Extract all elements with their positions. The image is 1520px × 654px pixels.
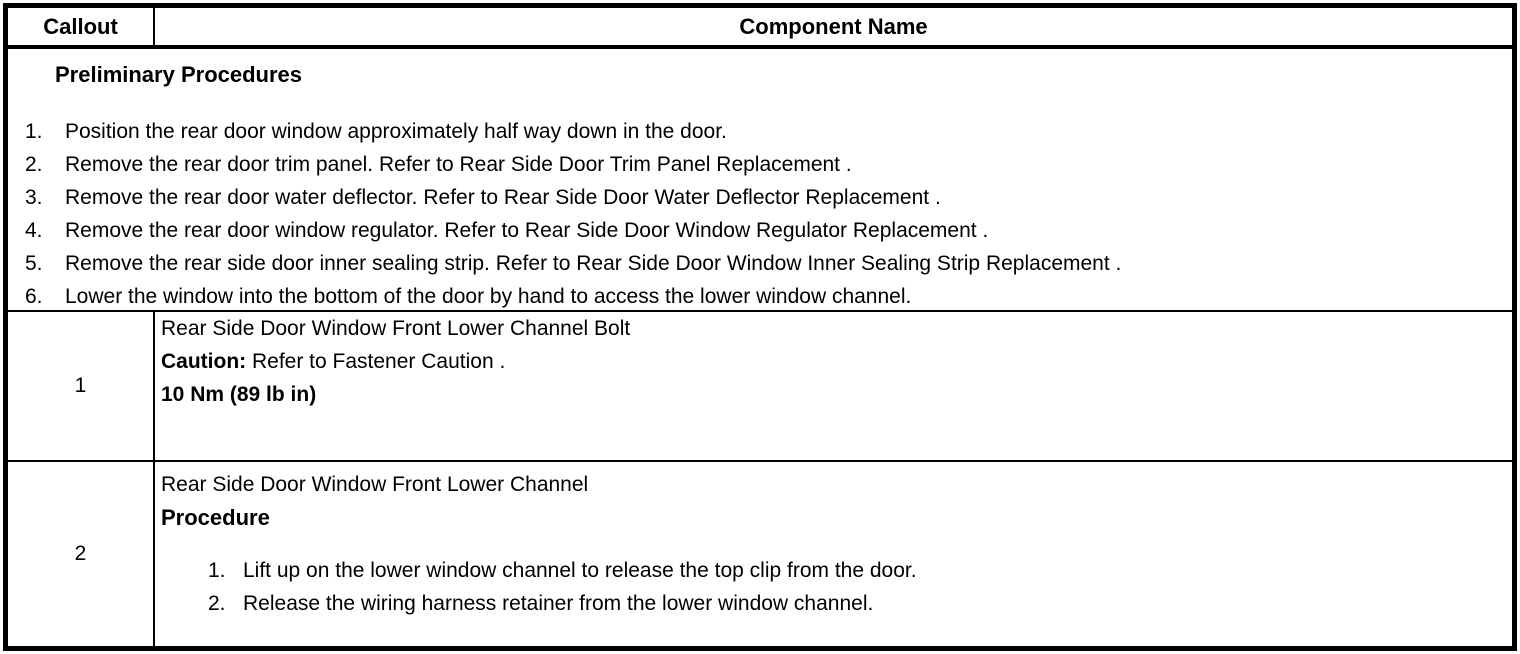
step-text: Remove the rear door window regulator. R…	[65, 219, 989, 242]
step-number: 2.	[208, 592, 226, 615]
preliminary-procedures-title: Preliminary Procedures	[55, 62, 303, 87]
component-name-column-header: Component Name	[739, 13, 928, 39]
callout-number: 1	[8, 312, 155, 460]
step-text: Remove the rear side door inner sealing …	[65, 252, 1122, 275]
step-number: 4.	[25, 219, 43, 242]
preliminary-procedures-section: Preliminary Procedures 1. Position the r…	[8, 49, 1512, 312]
table-header-row: Callout Component Name	[8, 8, 1512, 49]
step-text: Lift up on the lower window channel to r…	[243, 559, 917, 582]
component-cell: Rear Side Door Window Front Lower Channe…	[155, 312, 1512, 460]
step-text: Lower the window into the bottom of the …	[65, 285, 912, 308]
step-number: 3.	[25, 186, 43, 209]
step-number: 6.	[25, 285, 43, 308]
table-row: 1 Rear Side Door Window Front Lower Chan…	[8, 312, 1512, 462]
list-item: 1. Lift up on the lower window channel t…	[161, 554, 1512, 587]
caution-note: Caution: Refer to Fastener Caution .	[161, 345, 1512, 378]
step-text: Position the rear door window approximat…	[65, 120, 727, 143]
torque-spec: 10 Nm (89 lb in)	[161, 383, 317, 406]
preliminary-steps-list: 1. Position the rear door window approxi…	[8, 115, 1512, 310]
step-text: Release the wiring harness retainer from…	[243, 592, 874, 615]
table-row: 2 Rear Side Door Window Front Lower Chan…	[8, 462, 1512, 646]
caution-text: Refer to Fastener Caution .	[252, 350, 506, 373]
list-item: 6. Lower the window into the bottom of t…	[8, 280, 1512, 310]
step-number: 2.	[25, 153, 43, 176]
step-number: 1.	[208, 559, 226, 582]
component-name: Rear Side Door Window Front Lower Channe…	[161, 473, 589, 496]
callout-number: 2	[8, 462, 155, 646]
procedure-title: Procedure	[161, 505, 270, 530]
step-text: Remove the rear door trim panel. Refer t…	[65, 153, 852, 176]
list-item: 5. Remove the rear side door inner seali…	[8, 247, 1512, 280]
callout-column-header: Callout	[8, 8, 155, 45]
procedure-steps-list: 1. Lift up on the lower window channel t…	[161, 554, 1512, 620]
list-item: 1. Position the rear door window approxi…	[8, 115, 1512, 148]
step-number: 5.	[25, 252, 43, 275]
list-item: 2. Remove the rear door trim panel. Refe…	[8, 148, 1512, 181]
step-text: Remove the rear door water deflector. Re…	[65, 186, 941, 209]
list-item: 3. Remove the rear door water deflector.…	[8, 181, 1512, 214]
step-number: 1.	[25, 120, 43, 143]
component-name: Rear Side Door Window Front Lower Channe…	[161, 317, 631, 340]
list-item: 4. Remove the rear door window regulator…	[8, 214, 1512, 247]
component-callout-table: Callout Component Name Preliminary Proce…	[3, 3, 1517, 651]
list-item: 2. Release the wiring harness retainer f…	[161, 587, 1512, 620]
component-cell: Rear Side Door Window Front Lower Channe…	[155, 462, 1512, 646]
caution-label: Caution:	[161, 350, 247, 373]
